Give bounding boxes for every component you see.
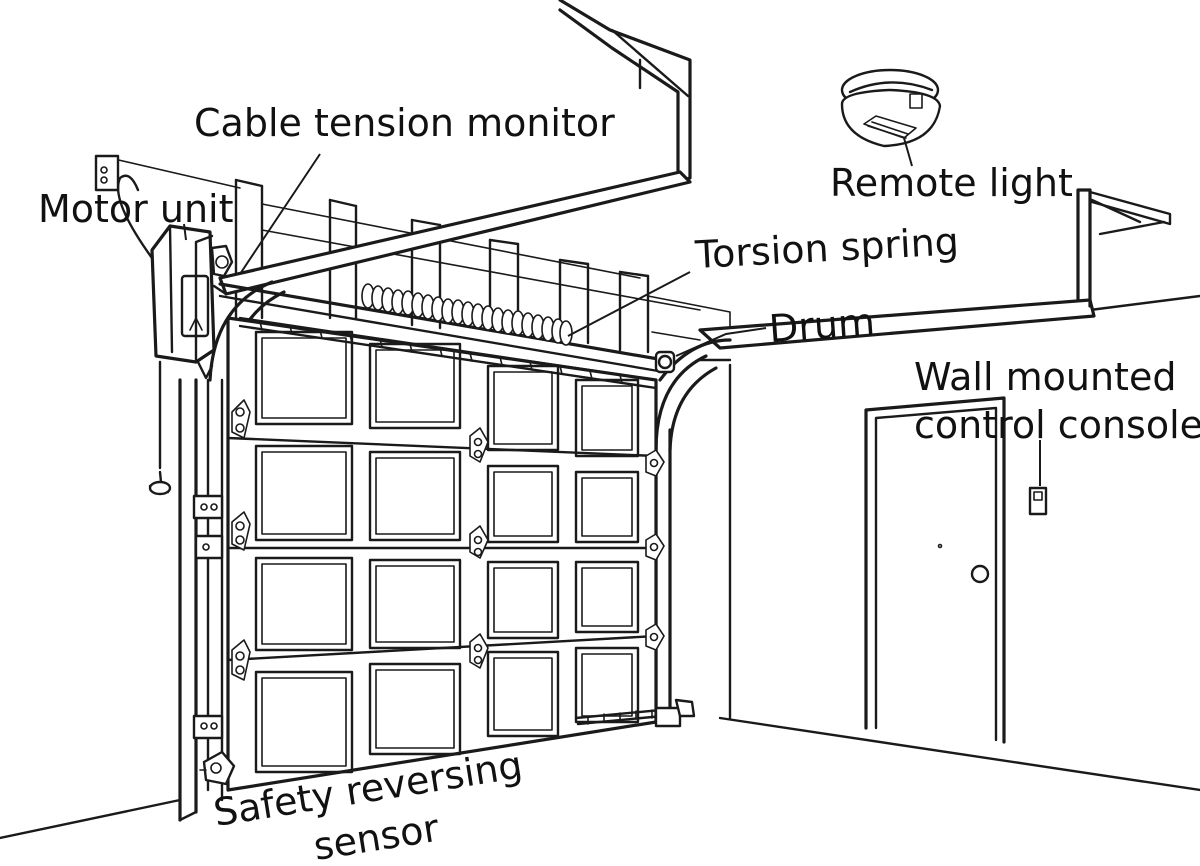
label-motor-unit: Motor unit xyxy=(38,187,234,231)
label-remote-light: Remote light xyxy=(830,161,1073,205)
torsion-spring-coils xyxy=(361,283,573,346)
opener-rail xyxy=(212,0,692,296)
side-door xyxy=(864,396,1006,744)
safety-sensor xyxy=(199,750,236,786)
label-cable-tension-monitor: Cable tension monitor xyxy=(194,101,615,145)
label-drum: Drum xyxy=(768,300,877,351)
label-torsion-spring: Torsion spring xyxy=(693,219,960,277)
door-hinges xyxy=(192,399,696,740)
right-horizontal-track xyxy=(658,188,1172,382)
garage-door xyxy=(226,316,686,792)
control-console xyxy=(1028,486,1048,516)
torsion-assembly xyxy=(218,282,676,374)
room-outline xyxy=(0,157,1200,840)
label-wall-mounted-line2: control console xyxy=(914,403,1200,447)
motor-unit xyxy=(94,154,234,496)
leader-lines xyxy=(183,137,1041,486)
label-wall-mounted-line1: Wall mounted xyxy=(914,355,1176,399)
remote-light xyxy=(840,68,942,148)
